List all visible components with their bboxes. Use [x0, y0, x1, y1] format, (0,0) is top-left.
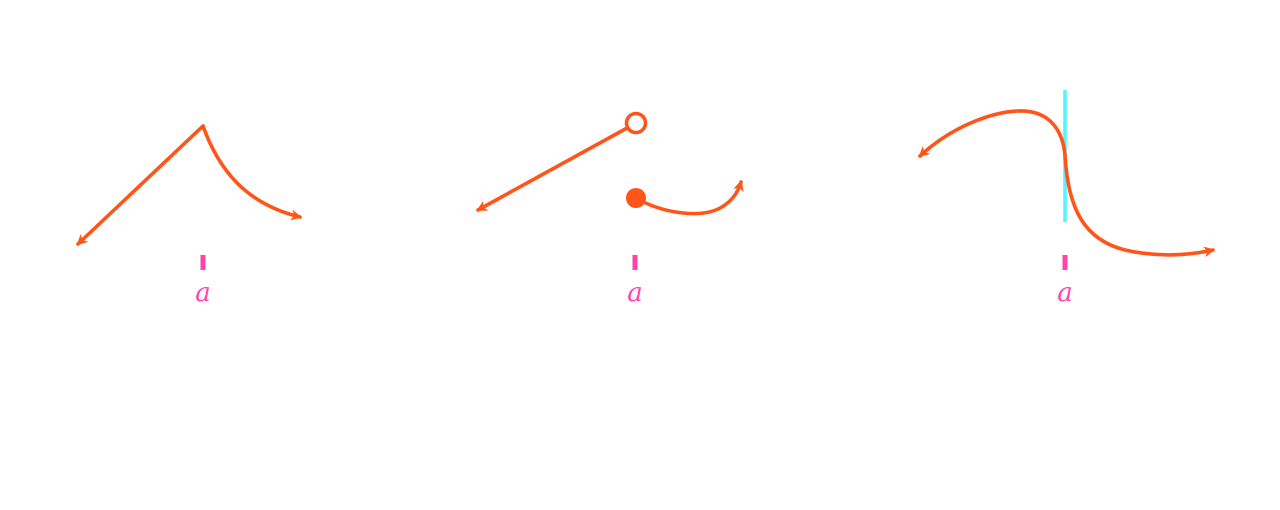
right-branch-curve — [201, 124, 302, 221]
a-label: a — [627, 278, 643, 308]
vertical-tangent-panel: a — [918, 90, 1215, 308]
right-branch-curve — [634, 180, 744, 216]
jump-panel: a — [476, 111, 744, 308]
left-branch-curve — [918, 109, 1067, 158]
open-endpoint-circle — [624, 111, 648, 135]
right-branch-curve — [1063, 153, 1215, 258]
closed-endpoint-dot — [626, 188, 646, 208]
left-branch-curve — [476, 126, 629, 212]
corner-panel: a — [76, 124, 302, 308]
left-branch-curve — [76, 124, 205, 246]
a-label: a — [1057, 278, 1073, 308]
a-label: a — [195, 278, 211, 308]
